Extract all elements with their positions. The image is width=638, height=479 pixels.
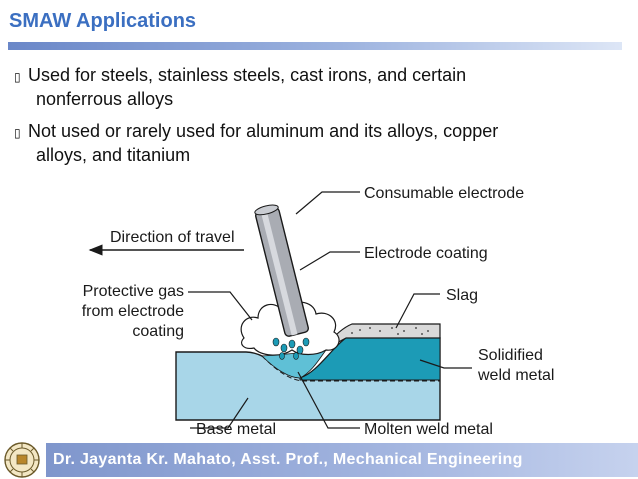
fusion-line bbox=[261, 355, 440, 382]
label-solidified-line2: weld metal bbox=[477, 367, 554, 384]
bullet-marker: ▯ bbox=[14, 70, 21, 84]
slide-title: SMAW Applications bbox=[9, 10, 197, 32]
bullet-item-2: ▯ Not used or rarely used for aluminum an… bbox=[14, 120, 614, 166]
footer-band bbox=[46, 443, 638, 477]
bullet-text-line: Not used or rarely used for aluminum and… bbox=[28, 121, 499, 141]
leader-solidified-weld-metal bbox=[419, 359, 472, 369]
university-emblem-icon bbox=[4, 442, 40, 478]
leader-slag bbox=[395, 293, 440, 329]
label-base-metal: Base metal bbox=[196, 421, 276, 438]
leader-base-metal bbox=[190, 397, 249, 429]
label-solidified-line1: Solidified bbox=[478, 347, 543, 364]
leader-electrode-coating bbox=[299, 251, 360, 271]
bullet-marker: ▯ bbox=[14, 126, 21, 140]
label-protective-gas-line1: Protective gas bbox=[83, 283, 184, 300]
label-protective-gas-line2: from electrode bbox=[82, 303, 184, 320]
leader-molten-weld-metal bbox=[297, 371, 360, 429]
bullet-text-continuation: alloys, and titanium bbox=[36, 145, 191, 165]
label-protective-gas-line3: coating bbox=[132, 323, 184, 340]
leader-protective-gas bbox=[188, 291, 253, 321]
bullet-item-1: ▯ Used for steels, stainless steels, cast… bbox=[14, 64, 614, 110]
label-consumable-electrode: Consumable electrode bbox=[364, 185, 524, 202]
consumable-electrode bbox=[254, 204, 309, 337]
gas-droplets bbox=[272, 337, 310, 360]
bullet-text-continuation: nonferrous alloys bbox=[36, 89, 174, 109]
label-direction-of-travel: Direction of travel bbox=[110, 229, 235, 246]
label-slag: Slag bbox=[446, 287, 478, 304]
footer-author-text: Dr. Jayanta Kr. Mahato, Asst. Prof., Mec… bbox=[53, 451, 523, 468]
footer-bar: Dr. Jayanta Kr. Mahato, Asst. Prof., Mec… bbox=[0, 441, 638, 478]
title-underline bbox=[8, 42, 622, 50]
smaw-process-diagram: Consumable electrode Direction of travel… bbox=[82, 185, 555, 438]
slag-dots bbox=[351, 327, 429, 335]
label-molten-weld-metal: Molten weld metal bbox=[364, 421, 493, 438]
bullet-text-line: Used for steels, stainless steels, cast … bbox=[28, 65, 467, 85]
leader-consumable-electrode bbox=[295, 191, 360, 215]
label-electrode-coating: Electrode coating bbox=[364, 245, 488, 262]
